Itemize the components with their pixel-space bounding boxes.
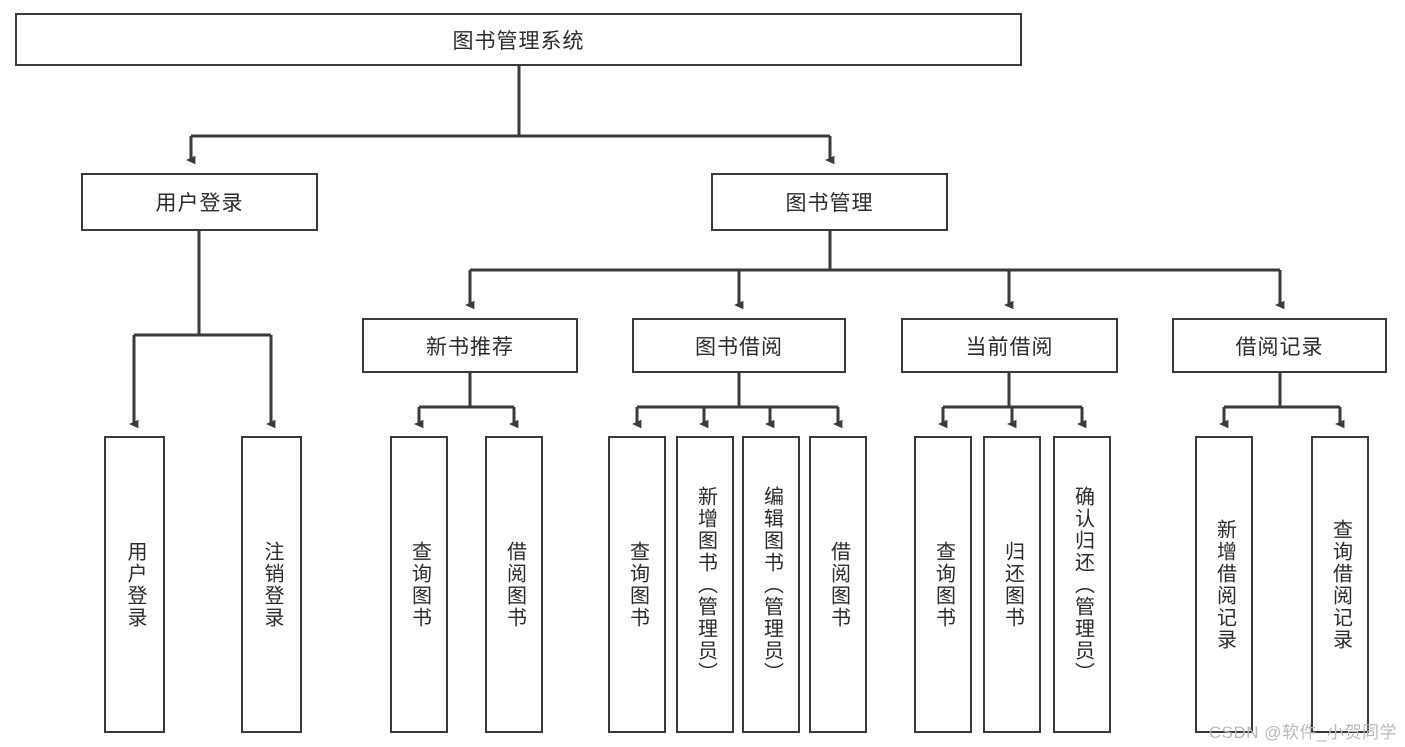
node-leaf-query-record[interactable]: 查询借阅记录 [1311,436,1369,733]
watermark: CSDN @软件_小贺同学 [1208,723,1397,742]
node-label: 用户登录 [124,540,146,629]
node-label: 借阅图书 [503,540,526,629]
node-book-borrow[interactable]: 图书借阅 [632,318,846,373]
node-leaf-logout-login[interactable]: 注销登录 [241,436,302,733]
node-label: 用户登录 [155,192,244,215]
node-label: 查询图书 [626,540,649,629]
node-leaf-add-book[interactable]: 新增图书（管理员） [676,436,734,733]
node-leaf-edit-book[interactable]: 编辑图书（管理员） [742,436,800,733]
node-leaf-query-book-3[interactable]: 查询图书 [914,436,972,733]
node-label: 确认归还（管理员） [1071,485,1094,684]
node-label: 图书借阅 [695,335,783,359]
node-current-borrow[interactable]: 当前借阅 [901,318,1118,373]
node-label: 借阅记录 [1235,335,1324,359]
node-label: 注销登录 [261,540,283,629]
node-label: 查询借阅记录 [1329,518,1352,651]
node-leaf-borrow-book-2[interactable]: 借阅图书 [809,436,867,733]
node-new-book-recommend[interactable]: 新书推荐 [362,318,578,373]
node-label: 新书推荐 [426,335,514,359]
node-label: 新增借阅记录 [1213,518,1236,651]
node-label: 新增图书（管理员） [694,485,717,684]
node-leaf-query-book-2[interactable]: 查询图书 [608,436,666,733]
node-leaf-borrow-book-1[interactable]: 借阅图书 [485,436,543,733]
node-leaf-return-book[interactable]: 归还图书 [983,436,1041,733]
node-label: 查询图书 [408,540,431,629]
node-label: 当前借阅 [965,335,1054,359]
node-label: 查询图书 [932,540,955,629]
node-book-management-system[interactable]: 图书管理系统 [15,13,1022,66]
node-user-login[interactable]: 用户登录 [81,173,318,231]
node-book-management[interactable]: 图书管理 [711,173,948,231]
node-label: 编辑图书（管理员） [760,485,783,684]
node-label: 借阅图书 [827,540,850,629]
node-leaf-add-record[interactable]: 新增借阅记录 [1195,436,1253,733]
node-leaf-confirm-return[interactable]: 确认归还（管理员） [1053,436,1111,733]
node-label: 图书管理 [785,192,874,215]
node-label: 归还图书 [1001,540,1024,629]
node-leaf-query-book-1[interactable]: 查询图书 [390,436,448,733]
node-label: 图书管理系统 [452,29,585,53]
node-borrow-record[interactable]: 借阅记录 [1172,318,1387,373]
node-leaf-user-login[interactable]: 用户登录 [104,436,165,733]
